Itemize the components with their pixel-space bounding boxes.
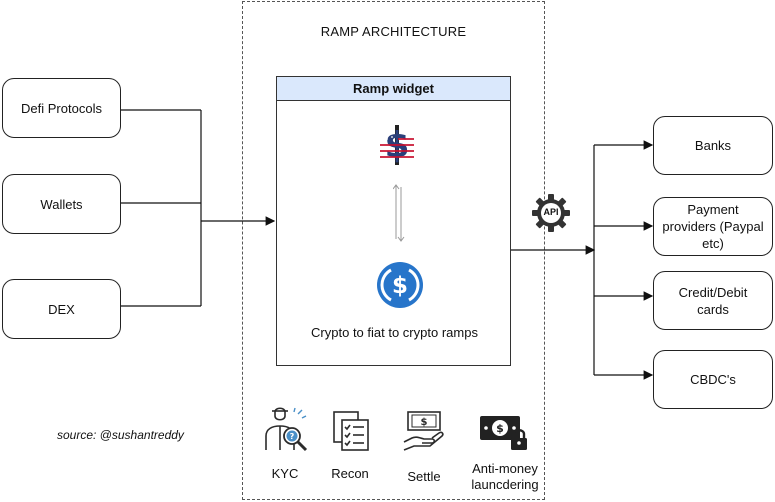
source-label: Defi Protocols: [21, 100, 102, 116]
destination-label: Banks: [694, 138, 732, 153]
destination-label: Payment providers (Paypal etc): [662, 202, 764, 251]
ramp-widget-header: Ramp widget: [277, 77, 510, 101]
destination-cbdcs: CBDC's: [653, 350, 773, 409]
service-label-kyc: KYC: [271, 466, 299, 481]
architecture-frame: [242, 1, 545, 500]
cash-hand-icon: $: [403, 411, 444, 451]
svg-text:?: ?: [290, 432, 295, 441]
destination-label: CBDC's: [690, 372, 736, 387]
destination-payment-providers: Payment providers (Paypal etc): [653, 197, 773, 256]
svg-text:$: $: [392, 273, 408, 299]
source-label: DEX: [48, 301, 75, 317]
diagram-title: RAMP ARCHITECTURE: [320, 24, 467, 39]
source-wallets: Wallets: [2, 174, 121, 234]
api-label: API: [543, 207, 559, 217]
ramp-widget: Ramp widget $ $: [276, 76, 511, 366]
svg-text:$: $: [496, 422, 504, 435]
usdc-coin-icon: $: [377, 262, 423, 308]
swap-arrows-icon: [393, 184, 405, 242]
kyc-inspector-icon: ?: [265, 407, 308, 452]
source-label: Wallets: [40, 196, 83, 212]
service-label-recon: Recon: [331, 466, 369, 481]
source-dex: DEX: [2, 279, 121, 339]
destination-label: Credit/Debit cards: [678, 284, 748, 317]
destination-credit-debit-cards: Credit/Debit cards: [653, 271, 773, 330]
source-credit: source: @sushantreddy: [57, 428, 184, 442]
ramp-widget-caption: Crypto to fiat to crypto ramps: [311, 325, 478, 340]
destination-banks: Banks: [653, 116, 773, 175]
api-gear-icon: API: [531, 193, 571, 233]
checklist-documents-icon: [333, 411, 369, 451]
source-defi-protocols: Defi Protocols: [2, 78, 121, 138]
service-label-settle: Settle: [407, 469, 441, 484]
us-dollar-icon: $: [380, 125, 414, 165]
svg-text:$: $: [421, 417, 428, 428]
money-lock-icon: $: [480, 416, 527, 450]
service-label-anti-money-laundering: Anti-money launcdering: [471, 461, 539, 492]
